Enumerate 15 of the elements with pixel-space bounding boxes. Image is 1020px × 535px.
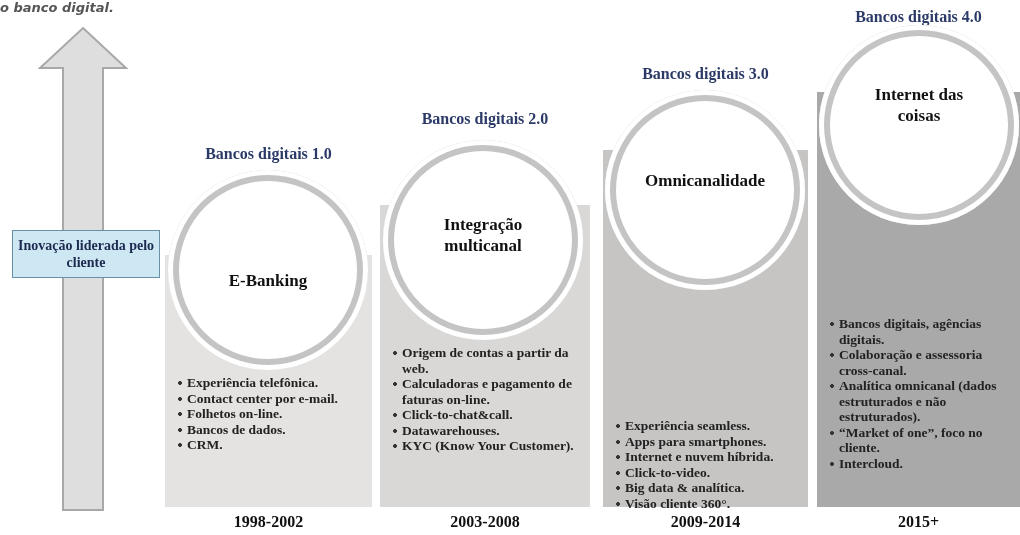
circle-title: Integração multicanal bbox=[442, 214, 524, 256]
column-heading: Bancos digitais 2.0 bbox=[420, 110, 550, 128]
circle-title: Internet das coisas bbox=[873, 84, 965, 126]
year-label: 2003-2008 bbox=[449, 513, 521, 531]
label-box: Inovação liderada pelo cliente bbox=[12, 230, 160, 278]
column-heading: Bancos digitais 1.0 bbox=[204, 145, 333, 163]
caption-text: o banco digital. bbox=[0, 0, 114, 15]
bullet-item: Analítica omnicanal (dados estruturados e não estruturados). bbox=[829, 378, 999, 425]
circle-title: Omnicanalidade bbox=[644, 169, 766, 191]
circle-title: E-Banking bbox=[227, 269, 309, 291]
column-heading: Bancos digitais 4.0 bbox=[854, 8, 983, 26]
year-label: 2015+ bbox=[896, 513, 941, 531]
column-heading: Bancos digitais 3.0 bbox=[641, 65, 770, 83]
year-label: 2009-2014 bbox=[669, 513, 742, 531]
year-label: 1998-2002 bbox=[232, 513, 305, 531]
